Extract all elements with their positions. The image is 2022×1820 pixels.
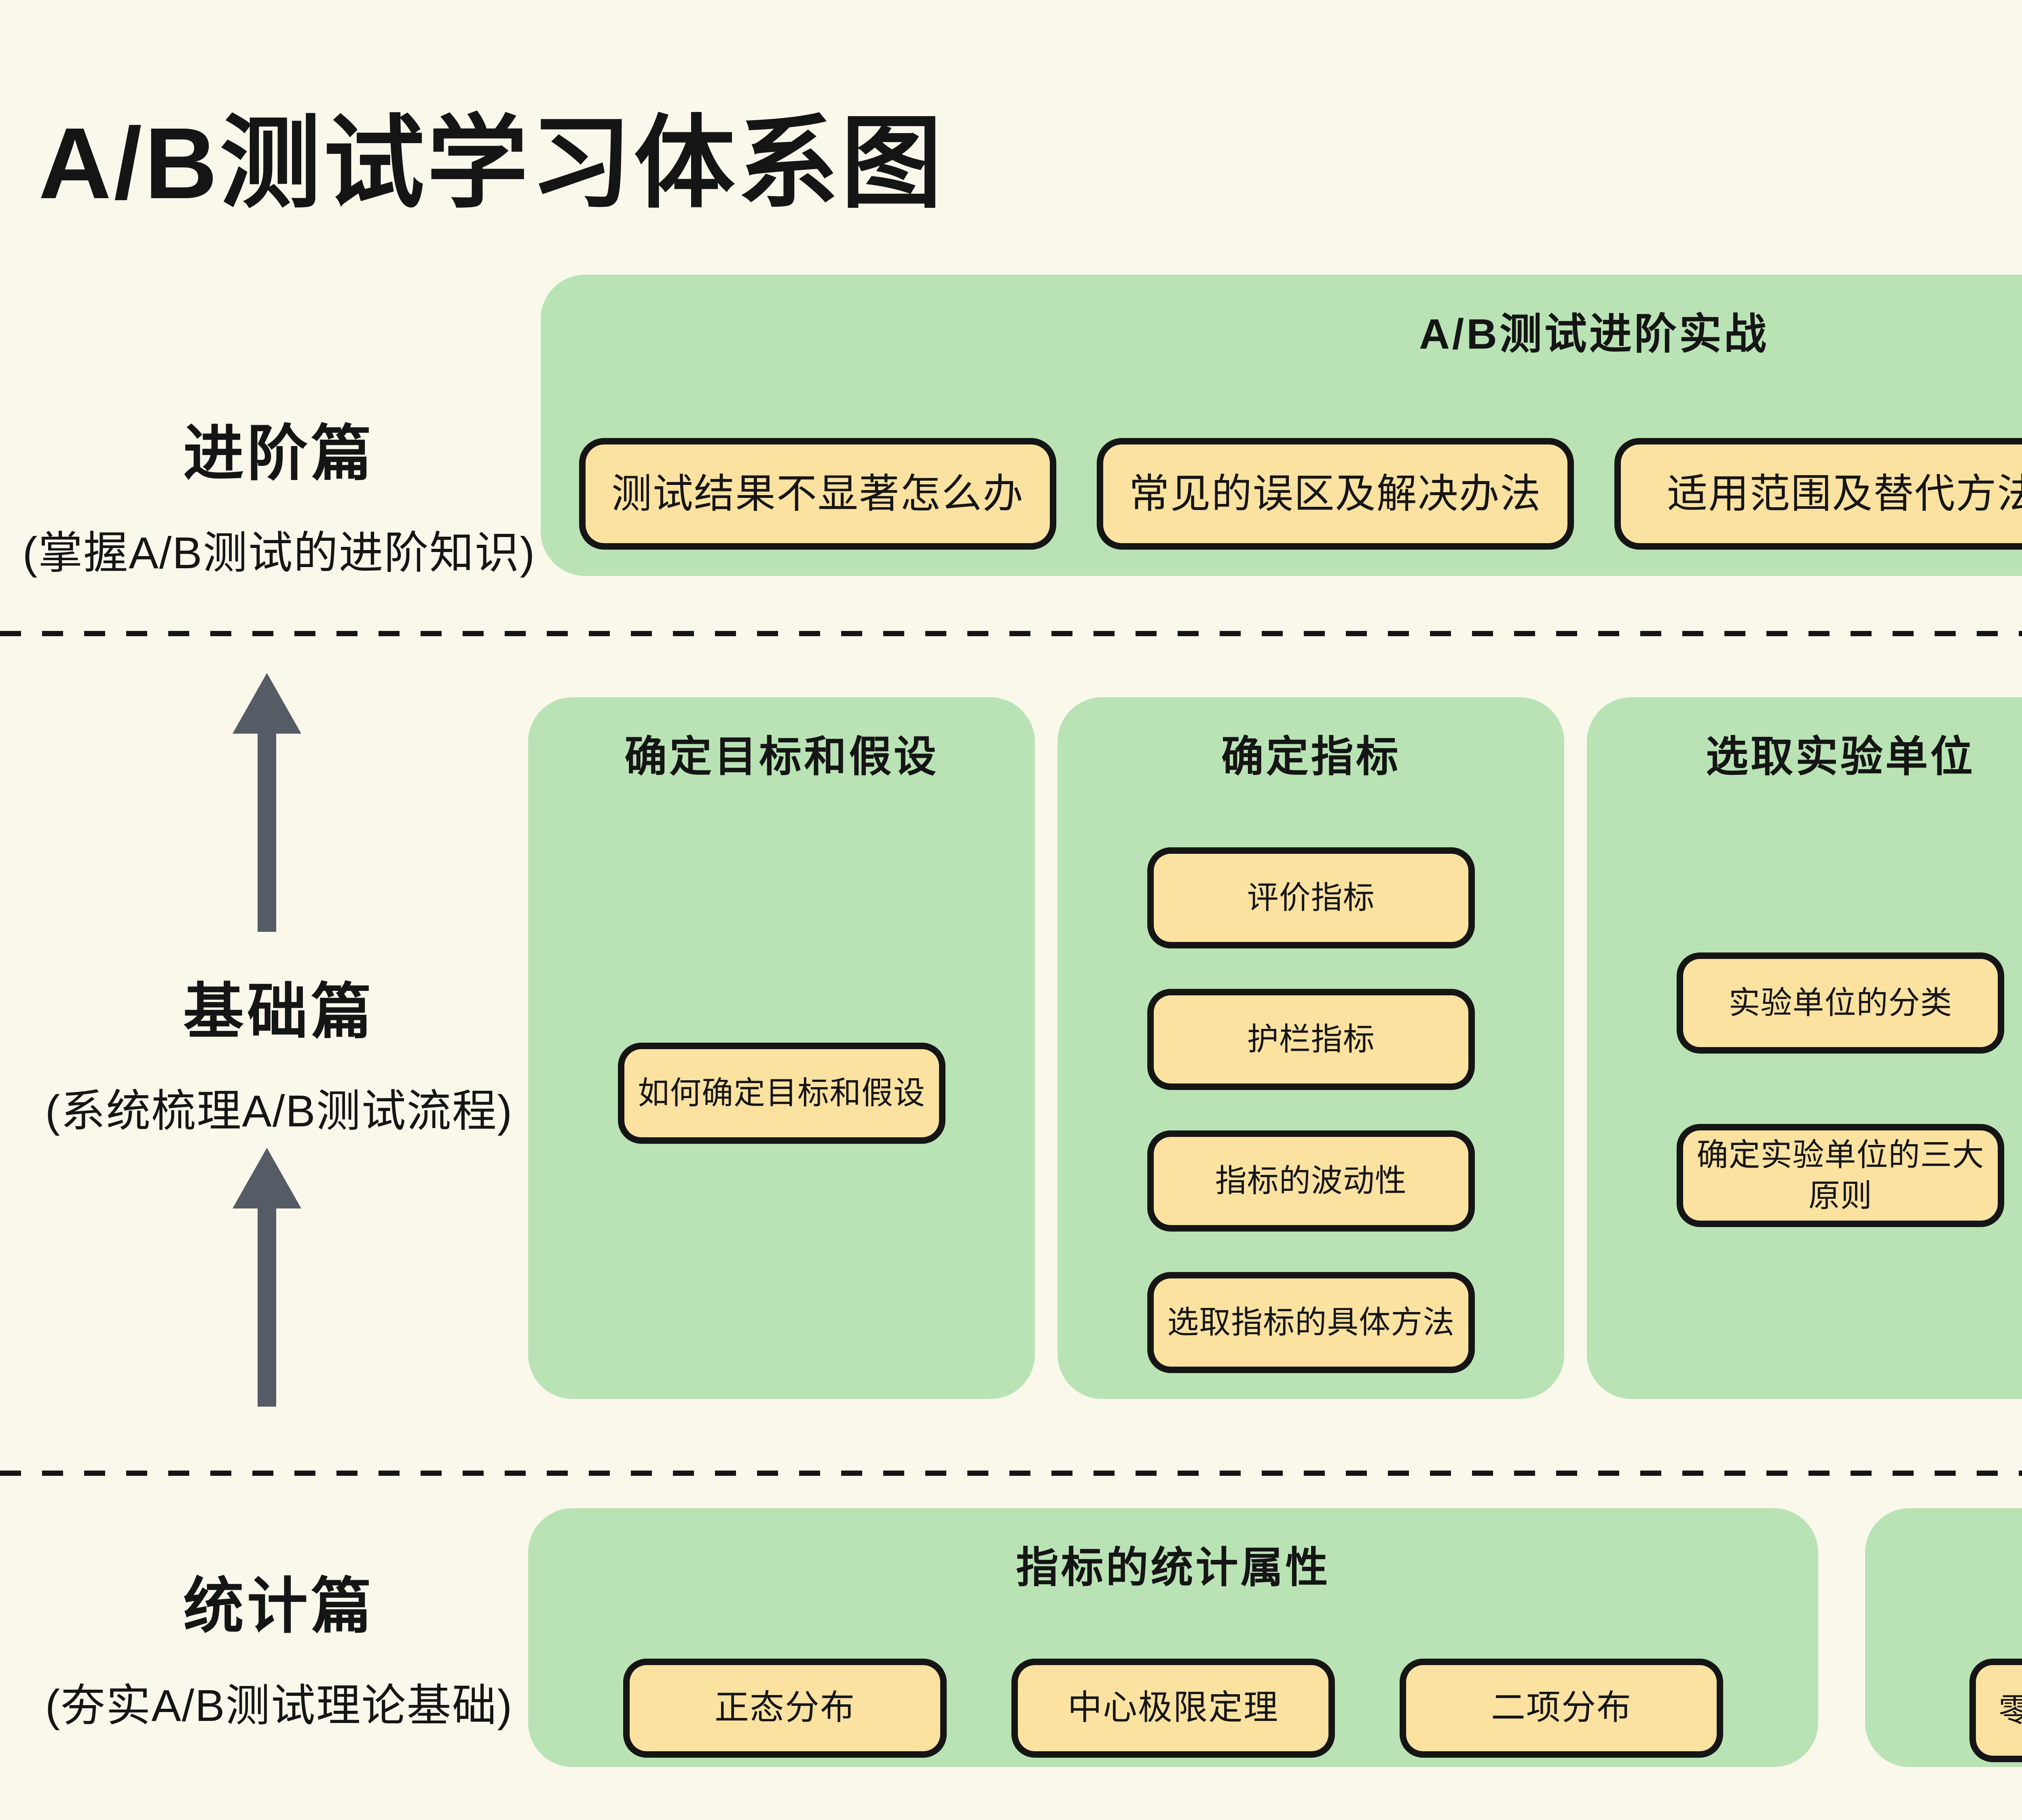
page-title: A/B测试学习体系图	[38, 107, 945, 220]
up-arrow-shaft	[258, 734, 276, 932]
up-arrow-icon	[233, 673, 301, 932]
topic-card: 选取指标的具体方法	[1147, 1272, 1475, 1373]
section-divider-top	[0, 631, 2022, 636]
basics-row: 确定目标和假设 如何确定目标和假设 确定指标 评价指标 护栏指标 指标的波动性 …	[528, 697, 2022, 1399]
up-arrow-shaft	[258, 1208, 276, 1407]
panel-metric-statistical-properties: 指标的统计属性 正态分布 中心极限定理 二项分布	[528, 1508, 1818, 1767]
topic-card: 护栏指标	[1147, 989, 1475, 1090]
section-divider-bottom	[0, 1471, 2022, 1476]
panel-define-goal-hypothesis: 确定目标和假设 如何确定目标和假设	[528, 697, 1035, 1399]
panel-title: 假设检验	[1865, 1508, 2022, 1595]
section-label-basics-main: 基础篇	[183, 978, 375, 1045]
panel-select-experiment-unit: 选取实验单位 实验单位的分类 确定实验单位的三大原则	[1587, 697, 2022, 1399]
section-label-advanced-sub: (掌握A/B测试的进阶知识)	[22, 528, 536, 578]
section-label-basics-sub: (系统梳理A/B测试流程)	[45, 1086, 513, 1136]
up-arrow-icon	[233, 1148, 301, 1407]
up-arrow-head	[233, 1148, 301, 1208]
panel-title: 确定目标和假设	[624, 733, 939, 781]
section-label-basics: 基础篇 (系统梳理A/B测试流程)	[8, 963, 550, 1139]
section-label-advanced-main: 进阶篇	[183, 419, 375, 487]
topic-card: 指标的波动性	[1147, 1130, 1475, 1232]
panel-hypothesis-testing: 假设检验 零假设和备择假设 如何选取不同的检验 如何利用假设检验做出判断	[1865, 1508, 2022, 1767]
up-arrow-head	[233, 673, 301, 734]
section-label-advanced: 进阶篇 (掌握A/B测试的进阶知识)	[8, 404, 550, 581]
topic-card: 常见的误区及解决办法	[1096, 438, 1574, 550]
panel-items-row: 正态分布 中心极限定理 二项分布	[528, 1659, 1818, 1758]
panel-ab-advanced-practice: A/B测试进阶实战 测试结果不显著怎么办 常见的误区及解决办法 适用范围及替代方…	[541, 275, 2022, 576]
topic-card: 中心极限定理	[1011, 1659, 1335, 1758]
topic-card: 测试结果不显著怎么办	[579, 438, 1056, 550]
topic-card: 如何确定目标和假设	[618, 1043, 945, 1144]
panel-items-row: 测试结果不显著怎么办 常见的误区及解决办法 适用范围及替代方法 面试考点及真题解…	[541, 438, 2022, 550]
panel-title: 确定指标	[1221, 733, 1401, 781]
panel-define-metrics: 确定指标 评价指标 护栏指标 指标的波动性 选取指标的具体方法	[1058, 697, 1565, 1399]
topic-card: 二项分布	[1400, 1659, 1723, 1758]
topic-card: 正态分布	[623, 1659, 947, 1758]
panel-title: 选取实验单位	[1706, 733, 1975, 781]
section-label-statistics-main: 统计篇	[183, 1572, 375, 1640]
panel-title: 指标的统计属性	[1016, 1544, 1330, 1591]
topic-card: 实验单位的分类	[1677, 952, 2004, 1054]
section-label-statistics-sub: (夯实A/B测试理论基础)	[45, 1681, 513, 1731]
topic-card: 适用范围及替代方法	[1614, 438, 2022, 550]
topic-card: 评价指标	[1147, 847, 1475, 948]
panel-items-row: 零假设和备择假设 如何选取不同的检验 如何利用假设检验做出判断	[1865, 1659, 2022, 1762]
panel-title: A/B测试进阶实战	[1419, 311, 1769, 358]
section-label-statistics: 统计篇 (夯实A/B测试理论基础)	[8, 1557, 550, 1734]
topic-card: 确定实验单位的三大原则	[1677, 1124, 2004, 1227]
topic-card: 零假设和备择假设	[1969, 1659, 2022, 1762]
